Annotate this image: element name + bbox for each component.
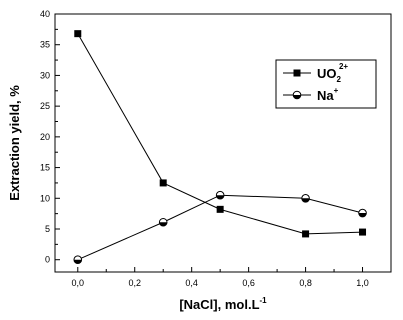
legend-label-na: Na+	[317, 86, 339, 103]
x-tick-label: 0,8	[299, 278, 312, 288]
na-point	[215, 190, 225, 200]
x-tick-label: 0,2	[128, 278, 141, 288]
axis-ticks: 0 5 10 15 20 25 30 35 40 0,0 0,2 0,4 0,6 0,8 1,0	[40, 9, 392, 288]
y-tick-label: 0	[45, 255, 50, 265]
x-tick-label: 0,4	[185, 278, 198, 288]
x-axis-title: [NaCl], mol.L-1	[179, 296, 267, 312]
na-point	[158, 217, 168, 227]
y-tick-label: 30	[40, 70, 50, 80]
uo2-point	[216, 205, 224, 213]
series-layer	[73, 30, 367, 265]
uo2-point	[302, 230, 310, 238]
na-point	[301, 193, 310, 203]
y-tick-label: 25	[40, 101, 50, 111]
legend-label-uo2: UO22+	[317, 62, 348, 84]
na-point	[73, 255, 83, 265]
plot-frame	[54, 13, 392, 273]
y-tick-label: 10	[40, 193, 50, 203]
legend: UO22+ Na+	[275, 59, 377, 109]
x-tick-label: 0,0	[72, 278, 85, 288]
y-tick-label: 20	[40, 132, 50, 142]
y-tick-label: 15	[40, 163, 50, 173]
na-point	[358, 208, 367, 218]
x-tick-label: 0,6	[242, 278, 255, 288]
y-axis-title: Extraction yield, %	[7, 85, 22, 201]
y-tick-label: 40	[40, 9, 50, 19]
y-tick-label: 35	[40, 40, 50, 50]
uo2-point	[359, 228, 367, 236]
series-line	[77, 194, 363, 261]
uo2-point	[159, 179, 167, 187]
legend-marker-na	[292, 90, 302, 100]
y-tick-label: 5	[45, 224, 50, 234]
x-tick-label: 1,0	[356, 278, 369, 288]
legend-box	[275, 59, 377, 109]
uo2-point	[74, 30, 82, 38]
legend-marker-uo2	[293, 69, 301, 77]
